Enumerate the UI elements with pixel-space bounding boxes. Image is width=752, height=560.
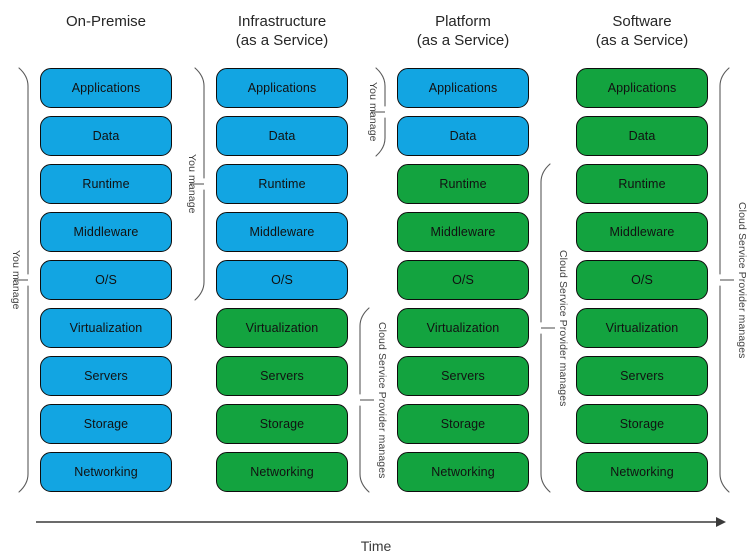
layer-box-applications: Applications: [216, 68, 348, 108]
layer-box-label: Middleware: [609, 225, 675, 239]
bracket-label-provider-manages: Cloud Service Provider manages: [557, 249, 569, 407]
layer-box-label: Networking: [610, 465, 674, 479]
layer-box-label: Applications: [71, 81, 141, 95]
layer-box-storage: Storage: [397, 404, 529, 444]
column-header-platform-as-a-service: Platform (as a Service): [397, 12, 529, 50]
layer-box-label: Servers: [260, 369, 304, 383]
layer-box-label: Networking: [431, 465, 495, 479]
layer-box-label: Runtime: [439, 177, 487, 191]
layer-box-label: Data: [449, 129, 477, 143]
layer-box-label: Middleware: [73, 225, 139, 239]
layer-box-applications: Applications: [397, 68, 529, 108]
layer-box-servers: Servers: [216, 356, 348, 396]
layer-box-servers: Servers: [397, 356, 529, 396]
layer-box-servers: Servers: [40, 356, 172, 396]
layer-box-label: O/S: [95, 273, 117, 287]
layer-box-label: O/S: [271, 273, 293, 287]
layer-box-label: Runtime: [618, 177, 666, 191]
layer-box-virtualization: Virtualization: [397, 308, 529, 348]
layer-box-label: Applications: [247, 81, 317, 95]
layer-box-storage: Storage: [216, 404, 348, 444]
layer-box-label: Middleware: [430, 225, 496, 239]
layer-box-label: Virtualization: [245, 321, 319, 335]
layer-box-data: Data: [576, 116, 708, 156]
layer-box-middleware: Middleware: [40, 212, 172, 252]
column-header-line1: On-Premise: [65, 13, 147, 30]
layer-box-label: Virtualization: [426, 321, 500, 335]
layer-box-label: Virtualization: [605, 321, 679, 335]
layer-box-middleware: Middleware: [397, 212, 529, 252]
bracket-label-you-manage: You manage: [10, 250, 22, 310]
layer-box-virtualization: Virtualization: [576, 308, 708, 348]
layer-box-label: Middleware: [249, 225, 315, 239]
layer-box-label: Servers: [620, 369, 664, 383]
layer-box-label: Storage: [83, 417, 129, 431]
column-header-line2: (as a Service): [235, 32, 329, 49]
layer-box-data: Data: [40, 116, 172, 156]
layer-box-virtualization: Virtualization: [40, 308, 172, 348]
layer-box-label: Servers: [84, 369, 128, 383]
layer-box-label: O/S: [452, 273, 474, 287]
column-header-line1: Infrastructure: [237, 13, 327, 30]
layer-box-networking: Networking: [397, 452, 529, 492]
layer-box-label: Virtualization: [69, 321, 143, 335]
layer-box-runtime: Runtime: [397, 164, 529, 204]
layer-box-networking: Networking: [576, 452, 708, 492]
column-header-line1: Software: [612, 13, 672, 30]
column-header-line1: Platform: [435, 13, 491, 30]
layer-box-label: Data: [628, 129, 656, 143]
layer-box-virtualization: Virtualization: [216, 308, 348, 348]
layer-box-o-s: O/S: [576, 260, 708, 300]
layer-box-runtime: Runtime: [40, 164, 172, 204]
column-header-software-as-a-service: Software (as a Service): [576, 12, 708, 50]
column-header-line2: (as a Service): [416, 32, 510, 49]
layer-box-storage: Storage: [576, 404, 708, 444]
layer-box-o-s: O/S: [397, 260, 529, 300]
column-header-on-premise: On-Premise: [40, 12, 172, 31]
bracket-label-you-manage: You manage: [367, 82, 379, 142]
time-axis-label: Time: [360, 538, 392, 554]
layer-box-o-s: O/S: [40, 260, 172, 300]
layer-box-networking: Networking: [216, 452, 348, 492]
layer-box-middleware: Middleware: [216, 212, 348, 252]
bracket-label-provider-manages: Cloud Service Provider manages: [736, 201, 748, 359]
column-header-infrastructure-as-a-service: Infrastructure (as a Service): [216, 12, 348, 50]
layer-box-applications: Applications: [576, 68, 708, 108]
layer-box-label: Applications: [607, 81, 677, 95]
layer-box-networking: Networking: [40, 452, 172, 492]
layer-box-label: Data: [92, 129, 120, 143]
layer-box-data: Data: [397, 116, 529, 156]
layer-box-label: Storage: [259, 417, 305, 431]
layer-box-label: Networking: [250, 465, 314, 479]
layer-box-label: Networking: [74, 465, 138, 479]
layer-box-runtime: Runtime: [216, 164, 348, 204]
layer-box-label: Data: [268, 129, 296, 143]
layer-box-o-s: O/S: [216, 260, 348, 300]
layer-box-label: O/S: [631, 273, 653, 287]
bracket-label-provider-manages: Cloud Service Provider manages: [376, 321, 388, 479]
layer-box-label: Runtime: [82, 177, 130, 191]
layer-box-runtime: Runtime: [576, 164, 708, 204]
layer-box-label: Servers: [441, 369, 485, 383]
layer-box-label: Storage: [440, 417, 486, 431]
bracket-label-you-manage: You manage: [186, 154, 198, 214]
layer-box-data: Data: [216, 116, 348, 156]
layer-box-middleware: Middleware: [576, 212, 708, 252]
layer-box-applications: Applications: [40, 68, 172, 108]
layer-box-servers: Servers: [576, 356, 708, 396]
layer-box-storage: Storage: [40, 404, 172, 444]
column-header-line2: (as a Service): [595, 32, 689, 49]
layer-box-label: Storage: [619, 417, 665, 431]
layer-box-label: Runtime: [258, 177, 306, 191]
layer-box-label: Applications: [428, 81, 498, 95]
